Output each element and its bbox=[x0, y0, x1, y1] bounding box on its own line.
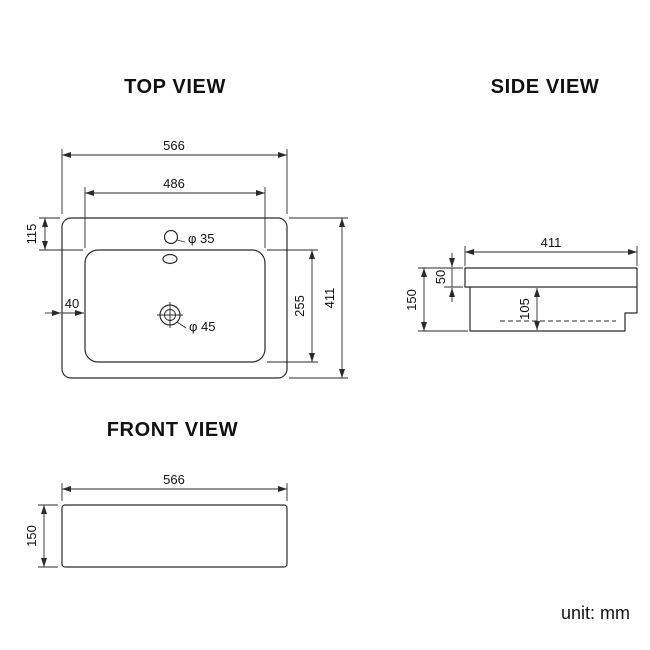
faucet-hole bbox=[163, 229, 179, 245]
dim-label-115: 115 bbox=[24, 224, 39, 245]
dim-label-150-side: 150 bbox=[404, 289, 419, 311]
dim-label-566-front: 566 bbox=[163, 472, 185, 487]
overflow-slot bbox=[162, 253, 178, 265]
leader-line bbox=[176, 321, 187, 329]
unit-label: unit: mm bbox=[560, 603, 630, 623]
side-view-rim bbox=[464, 267, 638, 288]
dim-label-105: 105 bbox=[517, 298, 532, 320]
dim-label-150-front: 150 bbox=[24, 525, 39, 547]
dim-label-566: 566 bbox=[163, 138, 185, 153]
dim-label-faucet-dia: φ 35 bbox=[188, 231, 215, 246]
front-view-title: FRONT VIEW bbox=[106, 419, 239, 441]
dim-label-411-side: 411 bbox=[541, 235, 562, 250]
side-view-title: SIDE VIEW bbox=[490, 76, 600, 98]
top-view-inner-bowl bbox=[84, 249, 266, 363]
dim-label-40: 40 bbox=[65, 296, 79, 311]
dim-label-drain-dia: φ 45 bbox=[189, 319, 216, 334]
front-view-drawing: 566 150 bbox=[24, 472, 288, 568]
front-view-body bbox=[61, 504, 288, 568]
dim-label-255: 255 bbox=[292, 295, 307, 317]
leader-line bbox=[176, 239, 186, 243]
dim-label-50: 50 bbox=[433, 270, 448, 284]
side-view-body bbox=[469, 287, 638, 332]
top-view-outer-rim bbox=[61, 217, 288, 379]
top-view-title: TOP VIEW bbox=[124, 76, 226, 98]
dim-label-486: 486 bbox=[163, 176, 185, 191]
dim-label-411-top: 411 bbox=[322, 288, 337, 309]
side-view-drawing: 411 50 150 105 bbox=[404, 235, 638, 332]
top-view-drawing: 566 486 115 40 φ 35 bbox=[24, 138, 348, 379]
